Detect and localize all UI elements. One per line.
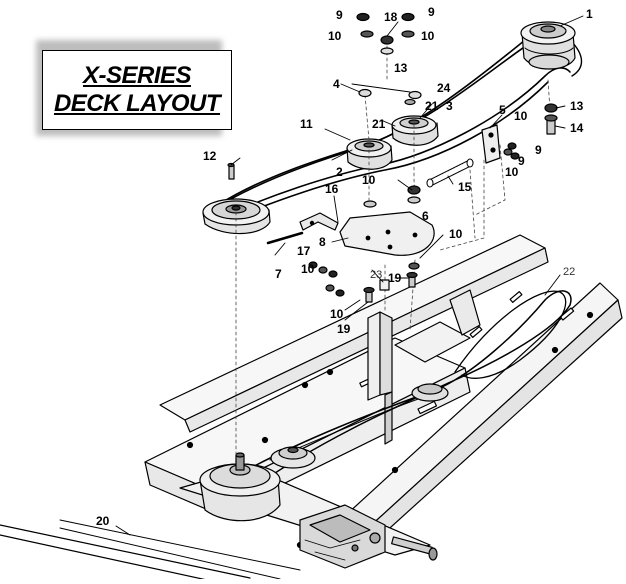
engine-pulley: [199, 452, 438, 569]
tension-spring: [426, 158, 474, 188]
title-line-2: DECK LAYOUT: [53, 90, 221, 117]
left-large-pulley: [202, 198, 271, 235]
right-bracket: [481, 124, 501, 164]
drive-shaft: [0, 519, 301, 584]
callout-20: 20: [96, 514, 110, 528]
callout-17: 17: [297, 244, 311, 258]
callout-14: 14: [570, 121, 584, 135]
callout-24: 24: [437, 81, 451, 95]
callout-9-top-left: 9: [336, 8, 343, 22]
callout-labels: 1 2 3 4 5 6 7 8 9 9 9 9 10 10 10 10 10 1…: [96, 5, 593, 528]
callout-11: 11: [300, 117, 313, 131]
callout-10-lower-left: 10: [301, 262, 315, 276]
callout-18: 18: [384, 10, 398, 24]
callout-9-bracket-upper: 9: [535, 143, 542, 157]
right-idler-pulley: [391, 115, 439, 146]
title-box: X-SERIES DECK LAYOUT: [42, 50, 232, 130]
idler-plate: [299, 211, 435, 256]
title-line-1: X-SERIES: [82, 62, 192, 89]
callout-23: 23: [370, 269, 382, 281]
callout-9-bracket-lower: 9: [518, 154, 525, 168]
leader-lines: [115, 15, 584, 536]
callout-10-bracket-lower: 10: [505, 165, 519, 179]
deck-frame: [144, 234, 623, 556]
center-idler-pulley: [346, 138, 393, 170]
hardware: [227, 12, 558, 303]
callout-2: 2: [336, 165, 343, 179]
callout-6: 6: [422, 209, 429, 223]
callout-21-right: 21: [425, 99, 439, 113]
callout-10-center: 10: [362, 173, 376, 187]
callout-4: 4: [333, 77, 340, 91]
callout-1: 1: [586, 7, 593, 21]
callout-7: 7: [275, 267, 282, 281]
callout-3: 3: [446, 99, 453, 113]
callout-19-left: 19: [337, 322, 351, 336]
callout-10-top-left: 10: [328, 29, 342, 43]
callout-10-plate: 10: [449, 227, 463, 241]
callout-13-right: 13: [570, 99, 584, 113]
assembly-guides: [235, 39, 551, 456]
callout-10-lower: 10: [330, 307, 344, 321]
callout-9-top-right: 9: [428, 5, 435, 19]
callout-8: 8: [319, 235, 326, 249]
callout-16: 16: [325, 182, 339, 196]
callout-10-bracket-upper: 10: [514, 109, 528, 123]
callout-10-top-right: 10: [421, 29, 435, 43]
callout-21-left: 21: [372, 117, 386, 131]
callout-15: 15: [458, 180, 472, 194]
callout-22: 22: [563, 266, 575, 278]
callout-12: 12: [203, 149, 217, 163]
top-right-pulley: [520, 21, 576, 70]
callout-5: 5: [499, 103, 506, 117]
callout-19-right: 19: [388, 271, 402, 285]
callout-13-center: 13: [394, 61, 408, 75]
